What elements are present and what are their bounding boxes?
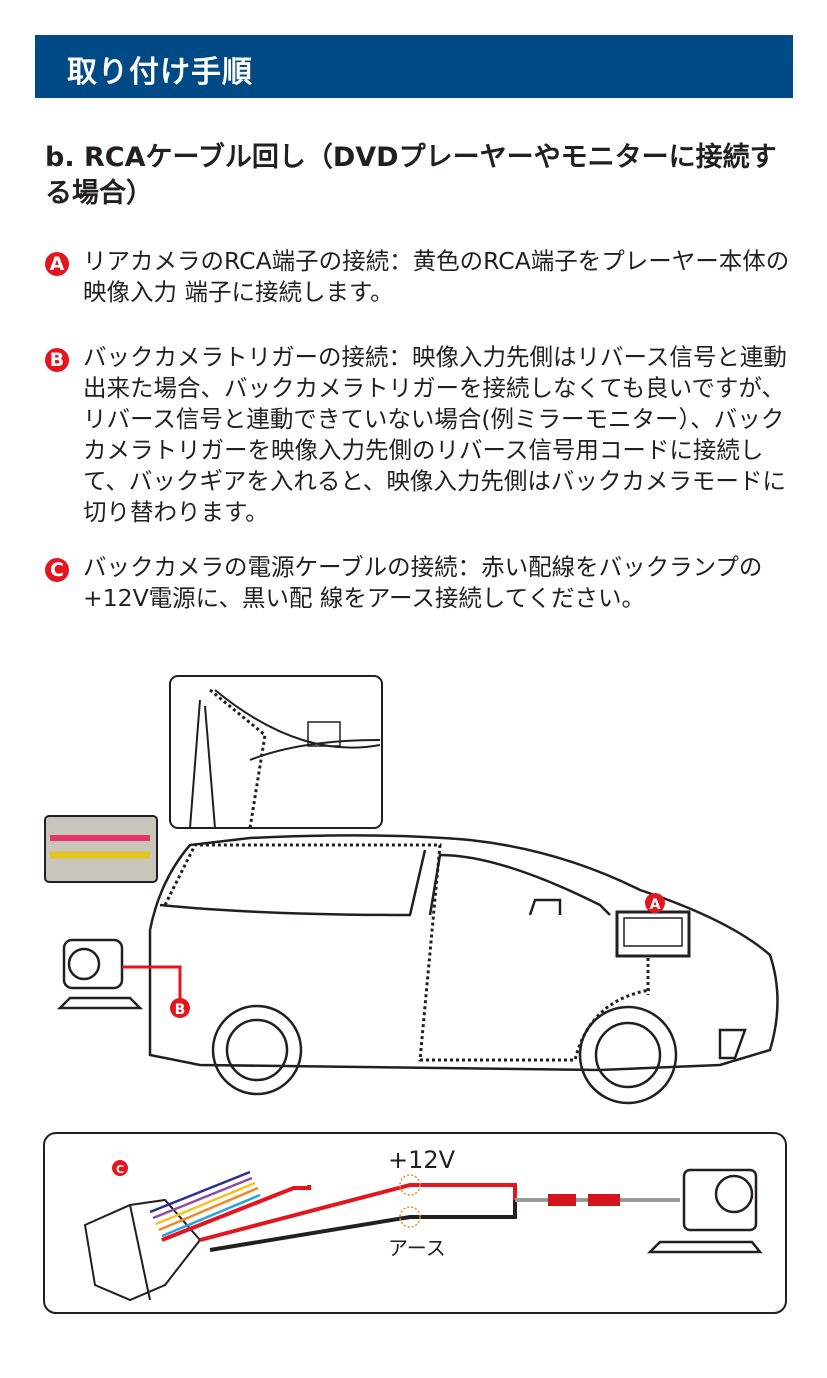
- step-b-text: バックカメラトリガーの接続：映像入力先側はリバース信号と連動出来た場合、バックカ…: [83, 343, 787, 526]
- rca-photo: [44, 815, 158, 883]
- marker-a: A: [650, 897, 661, 913]
- monitor-icon: [615, 910, 691, 958]
- badge-b: B: [45, 348, 69, 372]
- wire-bundle: [149, 1170, 261, 1238]
- section-title: b. RCAケーブル回し（DVDプレーヤーやモニターに接続する場合）: [45, 142, 777, 209]
- label-12v: +12V: [388, 1146, 456, 1174]
- step-c: C バックカメラの電源ケーブルの接続：赤い配線をバックランプの+12V電源に、黒…: [45, 552, 795, 614]
- marker-c: C: [116, 1163, 124, 1176]
- step-a: A リアカメラのRCA端子の接続：黄色のRCA端子をプレーヤー本体の映像入力 端…: [45, 246, 795, 308]
- car-illustration: [148, 834, 779, 1105]
- camera-icon: [646, 1168, 763, 1254]
- step-c-text: バックカメラの電源ケーブルの接続：赤い配線をバックランプの+12V電源に、黒い配…: [83, 553, 763, 612]
- badge-c: C: [45, 558, 69, 582]
- cable-route: [163, 843, 651, 1062]
- wiring-panel: [43, 1132, 787, 1314]
- label-ground: アース: [388, 1236, 446, 1260]
- badge-a: A: [45, 252, 69, 276]
- step-b: B バックカメラトリガーの接続：映像入力先側はリバース信号と連動出来た場合、バッ…: [45, 342, 795, 528]
- step-a-text: リアカメラのRCA端子の接続：黄色のRCA端子をプレーヤー本体の映像入力 端子に…: [83, 247, 790, 306]
- section-header: 取り付け手順: [35, 35, 793, 98]
- rear-camera-icon: [56, 938, 144, 1010]
- page-title: 取り付け手順: [67, 55, 253, 90]
- marker-b: B: [175, 1002, 186, 1018]
- black-wire: [209, 1200, 517, 1252]
